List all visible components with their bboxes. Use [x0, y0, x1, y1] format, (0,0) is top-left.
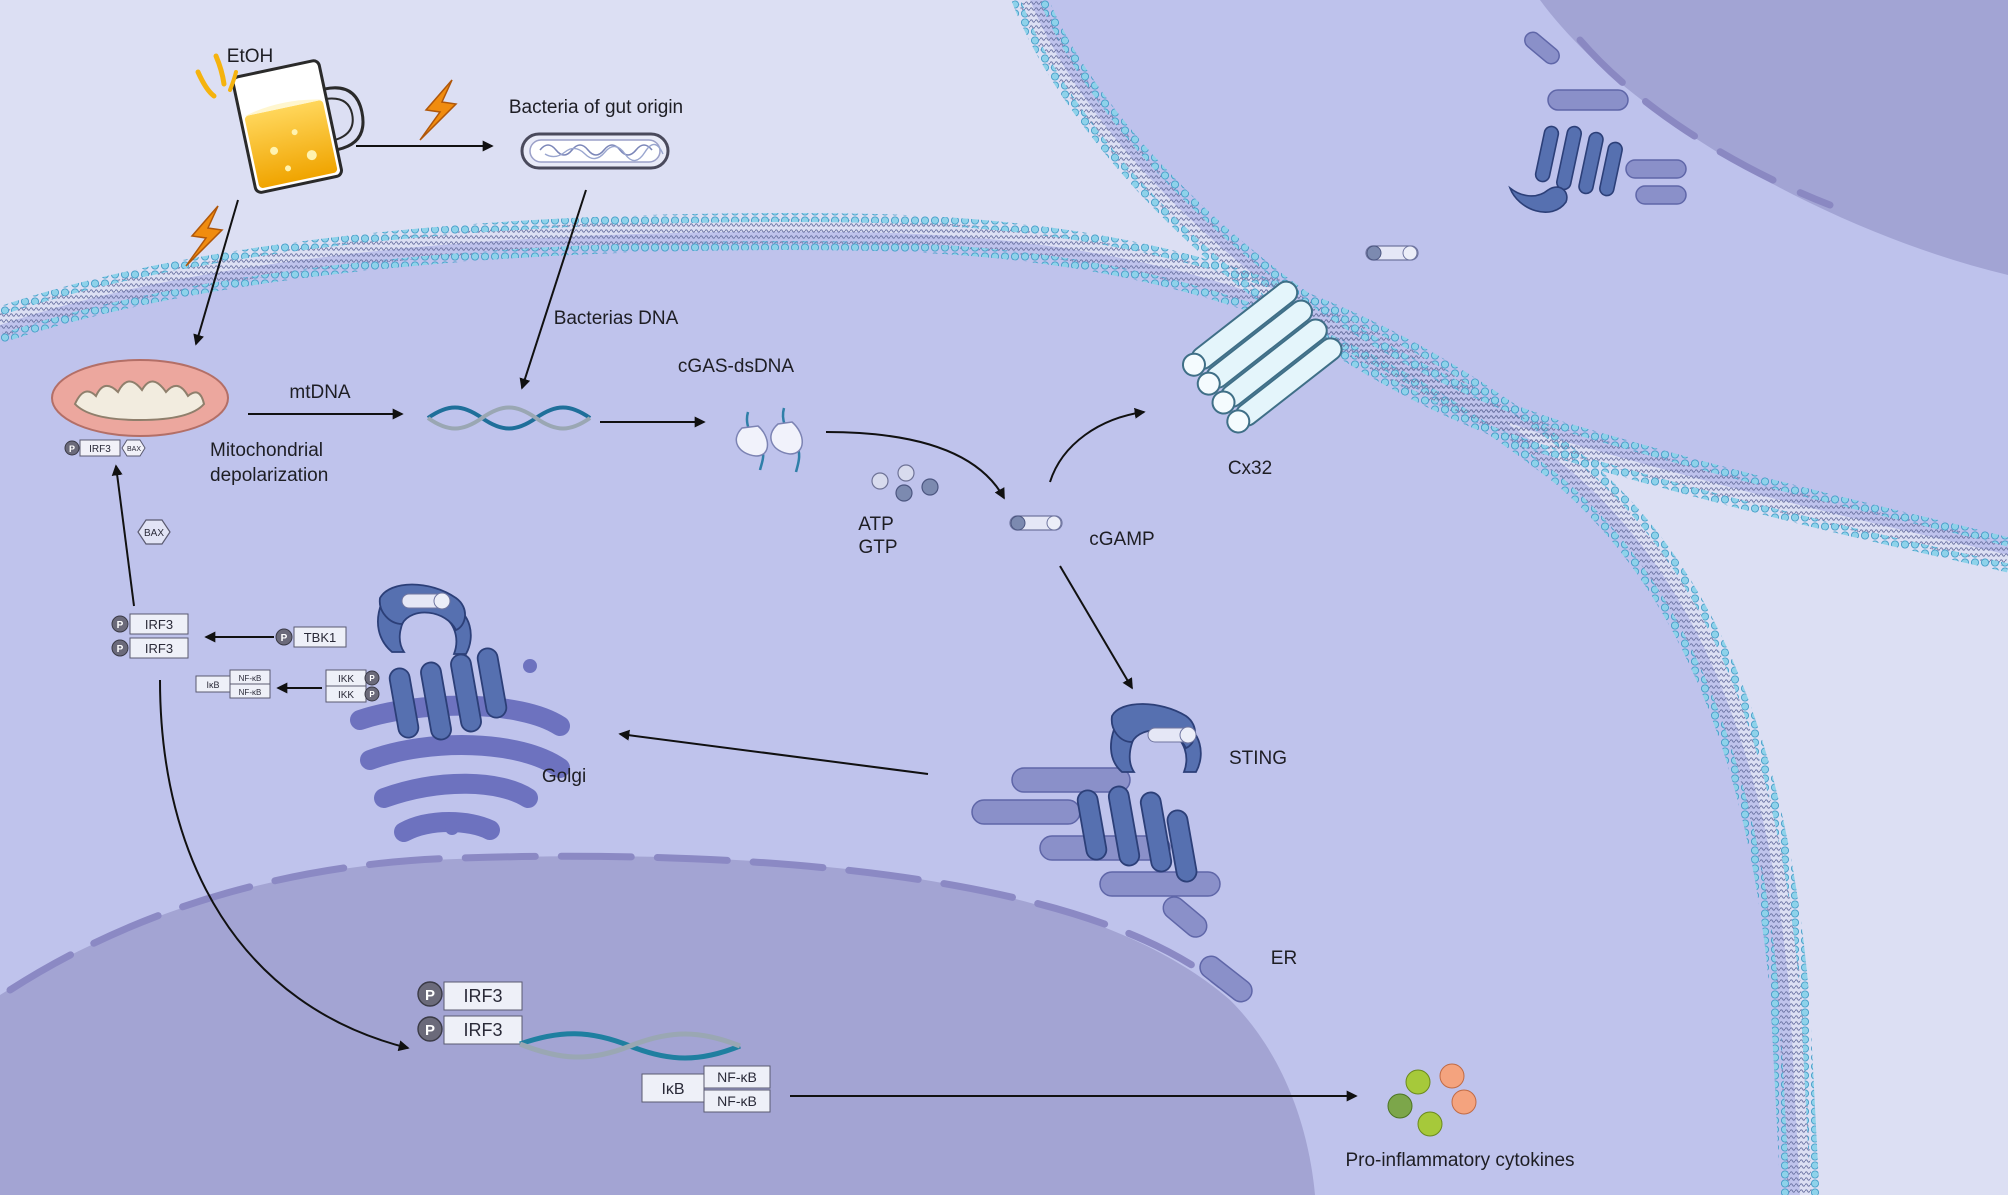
lightning-icon: [185, 205, 224, 267]
arrow-irf3-to-mito: [111, 464, 135, 607]
golgi-cgamp-bound: [401, 592, 451, 610]
svg-text:IRF3: IRF3: [463, 986, 502, 1006]
mito-depol-label-1: Mitochondrial: [210, 440, 323, 461]
mito-irf3-complex: P IRF3 BAX: [64, 439, 146, 457]
sting-cgamp-bound: [1147, 726, 1197, 744]
svg-text:NF-κB: NF-κB: [239, 688, 262, 697]
pathway-arrows: [111, 140, 1358, 1102]
arrow-bacteria-to-dna: [519, 189, 587, 390]
svg-text:P: P: [117, 620, 124, 631]
golgi-vesicle: [523, 659, 537, 673]
svg-text:IκB: IκB: [661, 1081, 684, 1098]
neighbor-cell-membrane: [1011, 0, 2008, 573]
mitochondrion-icon: [51, 359, 229, 437]
atp-gtp-molecules: [871, 464, 939, 502]
ikk-complex: IKK IKK P P: [325, 669, 380, 703]
svg-text:P: P: [369, 690, 375, 699]
cgamp-molecule-neighbor: [1365, 245, 1419, 261]
cytokines-label: Pro-inflammatory cytokines: [1345, 1150, 1574, 1171]
svg-text:TBK1: TBK1: [304, 630, 337, 645]
svg-text:P: P: [369, 674, 375, 683]
cgas-label: cGAS-dsDNA: [678, 356, 794, 377]
ikb-nfkb-small: IκB NF-κB NF-κB: [195, 669, 271, 699]
atp-label: ATP: [858, 514, 894, 535]
mtdna-label: mtDNA: [289, 382, 351, 403]
golgi-vesicle: [445, 821, 459, 835]
svg-text:P: P: [425, 1022, 435, 1039]
svg-text:P: P: [69, 444, 75, 454]
etoh-label: EtOH: [227, 46, 273, 67]
svg-text:IRF3: IRF3: [145, 641, 173, 656]
gtp-label: GTP: [858, 537, 897, 558]
svg-text:IκB: IκB: [206, 680, 219, 690]
svg-text:BAX: BAX: [127, 446, 141, 453]
svg-text:P: P: [117, 644, 124, 655]
nucleus: [0, 856, 1315, 1195]
beer-mug-icon: [231, 59, 365, 194]
neighbor-nucleus: [1540, 0, 2008, 275]
tbk1-box: P TBK1: [275, 626, 347, 648]
arrow-cgas-to-cgamp: [825, 431, 1005, 500]
mito-depol-label-2: depolarization: [210, 465, 328, 486]
arrow-irf3-to-nucleus: [159, 679, 410, 1052]
svg-text:BAX: BAX: [144, 528, 164, 539]
svg-text:P: P: [425, 987, 435, 1004]
cytokine-molecules: [1387, 1063, 1477, 1137]
svg-text:IKK: IKK: [338, 690, 354, 701]
lightning-icon: [419, 79, 458, 141]
nuclear-dna-helix: [519, 1031, 741, 1061]
svg-text:P: P: [281, 633, 288, 644]
cgamp-molecule: [1009, 515, 1063, 531]
irf3-dimer: P IRF3 P IRF3: [111, 613, 189, 659]
nuclear-irf3-dimer: P IRF3 P IRF3: [417, 981, 523, 1045]
svg-text:IKK: IKK: [338, 674, 354, 685]
nuclear-ikb-nfkb: IκB NF-κB NF-κB: [641, 1065, 771, 1113]
bacterias-dna-label: Bacterias DNA: [554, 308, 679, 329]
dna-helix-icon: [426, 405, 592, 431]
svg-text:NF-κB: NF-κB: [717, 1093, 757, 1109]
arrow-cgamp-to-cx32: [1049, 407, 1146, 483]
neighbor-nuclear-envelope: [1576, 36, 1834, 209]
cgas-dsdna-icon: [735, 407, 803, 473]
bacteria-label: Bacteria of gut origin: [509, 97, 683, 118]
bacterium-icon: [520, 132, 670, 170]
bax-marker: BAX: [137, 519, 171, 545]
svg-text:NF-κB: NF-κB: [717, 1069, 757, 1085]
cx32-gap-junction: [1181, 280, 1343, 434]
svg-text:NF-κB: NF-κB: [239, 674, 262, 683]
nuclear-envelope: [6, 852, 1224, 994]
neighbor-sting-protein: [1508, 31, 1687, 213]
arrow-sting-to-golgi: [618, 729, 929, 775]
arrow-cgamp-to-sting: [1059, 565, 1133, 690]
sting-protein: [1076, 703, 1202, 883]
er-label: ER: [1271, 948, 1297, 969]
splash-icon: [195, 53, 238, 99]
svg-text:IRF3: IRF3: [145, 617, 173, 632]
cx32-label: Cx32: [1228, 458, 1272, 479]
svg-text:IRF3: IRF3: [89, 444, 111, 455]
svg-text:IRF3: IRF3: [463, 1020, 502, 1040]
golgi-label: Golgi: [542, 766, 586, 787]
cgamp-label: cGAMP: [1089, 529, 1154, 550]
arrow-etoh-to-mito: [193, 199, 239, 346]
sting-label: STING: [1229, 748, 1287, 769]
